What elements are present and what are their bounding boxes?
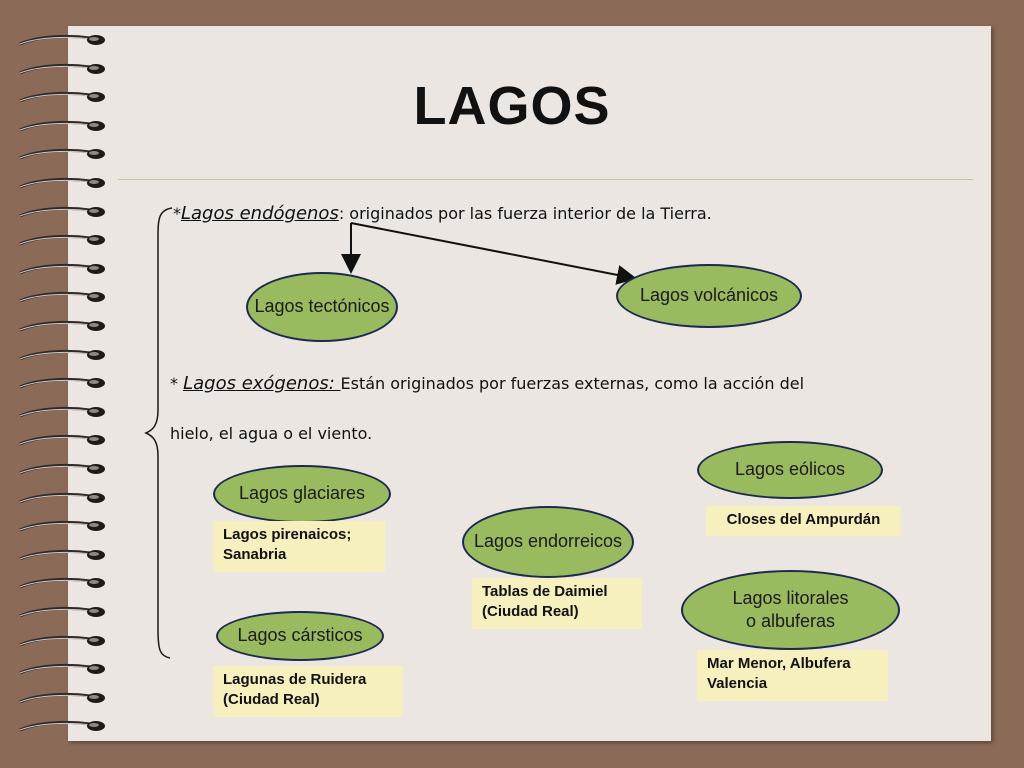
endogenous-line: *Lagos endógenos: originados por las fue… <box>173 203 712 224</box>
ellipse-lagos-glaciares: Lagos glaciares <box>213 465 391 523</box>
spiral-ring <box>19 549 105 561</box>
example-carsticos: Lagunas de Ruidera (Ciudad Real) <box>213 666 403 717</box>
example-endorreicos-line-1: Tablas de Daimiel <box>482 583 608 600</box>
spiral-ring <box>19 492 105 503</box>
example-glaciares-line-1: Lagos pirenaicos; <box>223 526 352 543</box>
example-carsticos-line-1: Lagunas de Ruidera <box>223 671 367 688</box>
ellipse-lagos-endorreicos: Lagos endorreicos <box>462 506 634 578</box>
left-brace <box>144 207 173 659</box>
spiral-ring <box>19 149 105 160</box>
spiral-ring <box>19 177 105 189</box>
spiral-ring <box>19 692 105 704</box>
spiral-ring <box>19 206 105 217</box>
spiral-ring <box>19 292 105 303</box>
example-litorales: Mar Menor, Albufera Valencia <box>697 650 888 701</box>
example-litorales-line-1: Mar Menor, Albufera <box>707 655 851 672</box>
example-carsticos-line-2: (Ciudad Real) <box>223 691 320 709</box>
ellipse-lagos-tectonicos: Lagos tectónicos <box>246 272 398 342</box>
spiral-ring <box>19 406 105 418</box>
spiral-ring <box>19 463 105 475</box>
litorales-line-1: Lagos litorales <box>732 587 849 608</box>
spiral-ring <box>19 263 105 275</box>
ellipse-lagos-volcanicos: Lagos volcánicos <box>616 264 802 328</box>
spiral-ring <box>19 92 105 103</box>
example-endorreicos: Tablas de Daimiel (Ciudad Real) <box>472 578 642 629</box>
example-eolicos: Closes del Ampurdán <box>706 506 901 536</box>
example-glaciares-line-2: Sanabria <box>223 546 287 564</box>
spiral-ring <box>19 120 105 132</box>
litorales-line-2: o albuferas <box>745 611 836 631</box>
spiral-ring <box>19 578 105 589</box>
endogenous-term: Lagos endógenos <box>181 203 339 224</box>
slide-title: LAGOS <box>413 76 611 136</box>
spiral-ring <box>19 63 105 74</box>
spiral-ring <box>19 34 105 46</box>
spiral-ring <box>19 349 105 360</box>
spiral-ring <box>19 721 105 732</box>
spiral-ring <box>19 635 105 646</box>
spiral-ring <box>19 606 105 618</box>
example-litorales-line-2: Valencia <box>707 675 768 693</box>
spiral-ring <box>19 235 105 246</box>
spiral-ring <box>19 521 105 532</box>
spiral-ring <box>19 664 105 675</box>
example-glaciares: Lagos pirenaicos; Sanabria <box>213 521 385 572</box>
exogenous-line-2: hielo, el agua o el viento. <box>170 424 373 443</box>
spiral-ring <box>19 435 105 446</box>
exogenous-line: * Lagos exógenos: Están originados por f… <box>170 373 805 394</box>
spiral-ring <box>19 320 105 332</box>
ellipse-lagos-litorales: Lagos litorales o albuferas <box>681 570 900 650</box>
arrow-to-volcanicos <box>350 222 637 285</box>
ellipse-lagos-eolicos: Lagos eólicos <box>697 441 883 499</box>
ellipse-lagos-carsticos: Lagos cársticos <box>216 611 384 661</box>
spiral-ring <box>19 378 105 389</box>
exogenous-term: Lagos exógenos: <box>183 373 341 394</box>
title-divider <box>118 179 973 180</box>
example-endorreicos-line-2: (Ciudad Real) <box>482 603 579 621</box>
